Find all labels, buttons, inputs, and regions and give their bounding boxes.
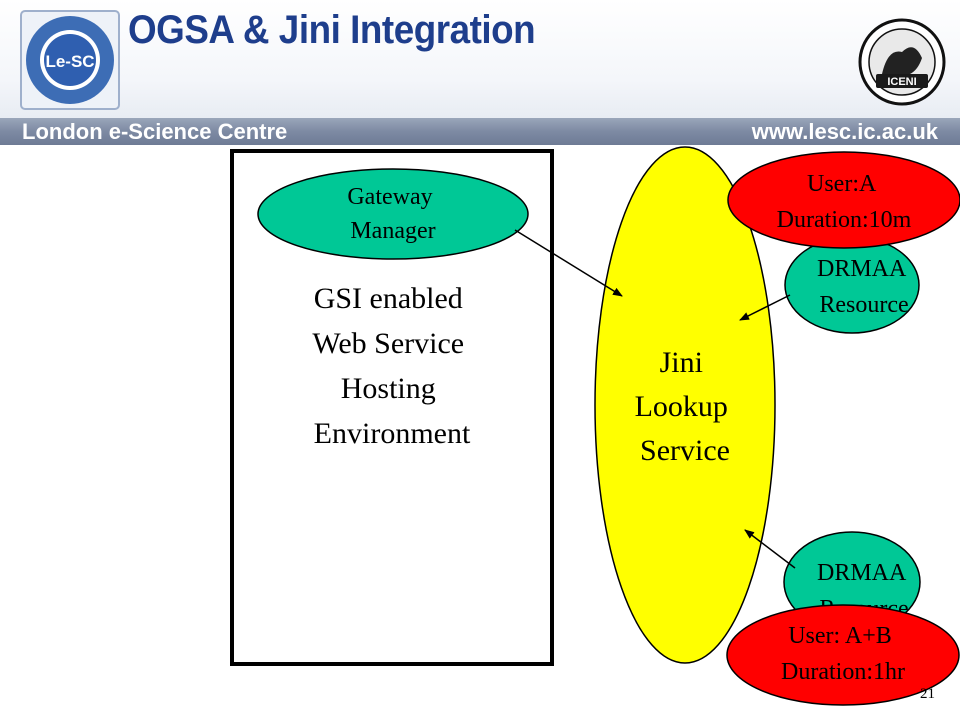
iceni-logo: ICENI [858,18,946,106]
gateway-line-1: Gateway [347,184,432,210]
user-tag-bottom-label: User: A+B Duration:1hr [781,623,905,685]
hosting-line-2: Web Service [312,327,464,360]
page-title: OGSA & Jini Integration [128,8,536,52]
arrow-gateway-to-jini [514,229,623,297]
drmaa-resource-top-label: DRMAA Resource [817,256,911,318]
drmaa-bottom-line-1: DRMAA [817,560,907,586]
gateway-line-2: Manager [350,218,435,244]
jini-line-2: Lookup [635,390,728,423]
page-number: 21 [920,686,935,702]
user-tag-bottom-ellipse [726,604,960,706]
jini-line-3: Service [640,434,730,467]
user-tag-bottom-line-1: User: A+B [788,623,892,649]
gateway-manager-ellipse [257,168,529,260]
user-tag-top-line-1: User:A [807,171,877,197]
user-tag-top-label: User:A Duration:10m [777,171,912,233]
drmaa-resource-top-ellipse [784,236,920,334]
user-tag-bottom-line-2: Duration:1hr [781,659,905,685]
hosting-environment-label: GSI enabled Web Service Hosting Environm… [312,282,471,450]
user-tag-top-ellipse [727,151,960,249]
hosting-line-4: Environment [314,417,471,450]
user-tag-top-line-2: Duration:10m [777,207,912,233]
hosting-line-3: Hosting [341,372,436,405]
lesc-logo: Le-SC [20,10,120,110]
hosting-line-1: GSI enabled [314,282,463,315]
band-website-url: www.lesc.ic.ac.uk [751,119,938,144]
arrow-resource-bottom-to-jini [744,529,796,569]
jini-lookup-service-label: Jini Lookup Service [635,346,736,467]
header-band [0,118,960,145]
arrow-resource-top-to-jini [739,294,791,321]
jini-lookup-service-ellipse [594,146,776,664]
gateway-manager-label: Gateway Manager [347,184,438,244]
iceni-logo-text: ICENI [887,76,916,88]
band-organization-name: London e-Science Centre [22,119,288,144]
jini-line-1: Jini [660,346,703,379]
drmaa-top-line-2: Resource [819,292,908,318]
drmaa-top-line-1: DRMAA [817,256,907,282]
lesc-logo-text: Le-SC [45,52,94,71]
